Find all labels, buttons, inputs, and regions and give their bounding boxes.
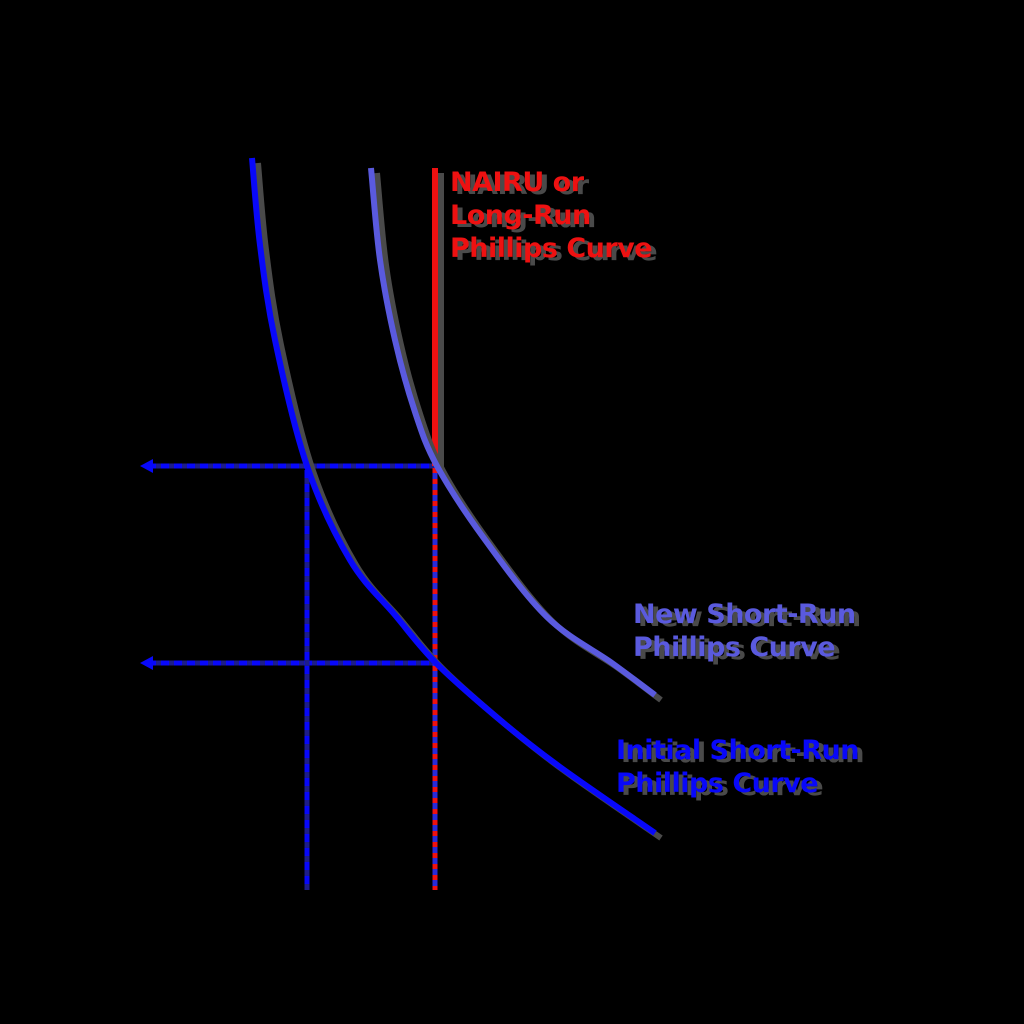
nairu-long-run-label: NAIRU or Long-Run Phillips Curve bbox=[450, 166, 653, 265]
new-short-run-phillips-curve bbox=[368, 167, 657, 698]
initial-label-line-2: Phillips Curve bbox=[616, 768, 819, 799]
new-label-line-2: Phillips Curve bbox=[633, 632, 836, 663]
initial-short-run-label: Initial Short-Run Phillips Curve bbox=[616, 734, 859, 800]
inflation-guide-upper-arrow bbox=[140, 459, 153, 473]
inflation-guide-lower-arrow bbox=[140, 656, 153, 670]
new-short-run-label: New Short-Run Phillips Curve bbox=[633, 598, 856, 664]
new-label-line-1: New Short-Run bbox=[633, 599, 856, 630]
nairu-label-line-1: NAIRU or bbox=[450, 167, 584, 198]
initial-label-line-1: Initial Short-Run bbox=[616, 735, 859, 766]
initial-short-run-phillips-curve bbox=[249, 157, 657, 836]
nairu-label-line-3: Phillips Curve bbox=[450, 233, 653, 264]
nairu-label-line-2: Long-Run bbox=[450, 200, 591, 231]
